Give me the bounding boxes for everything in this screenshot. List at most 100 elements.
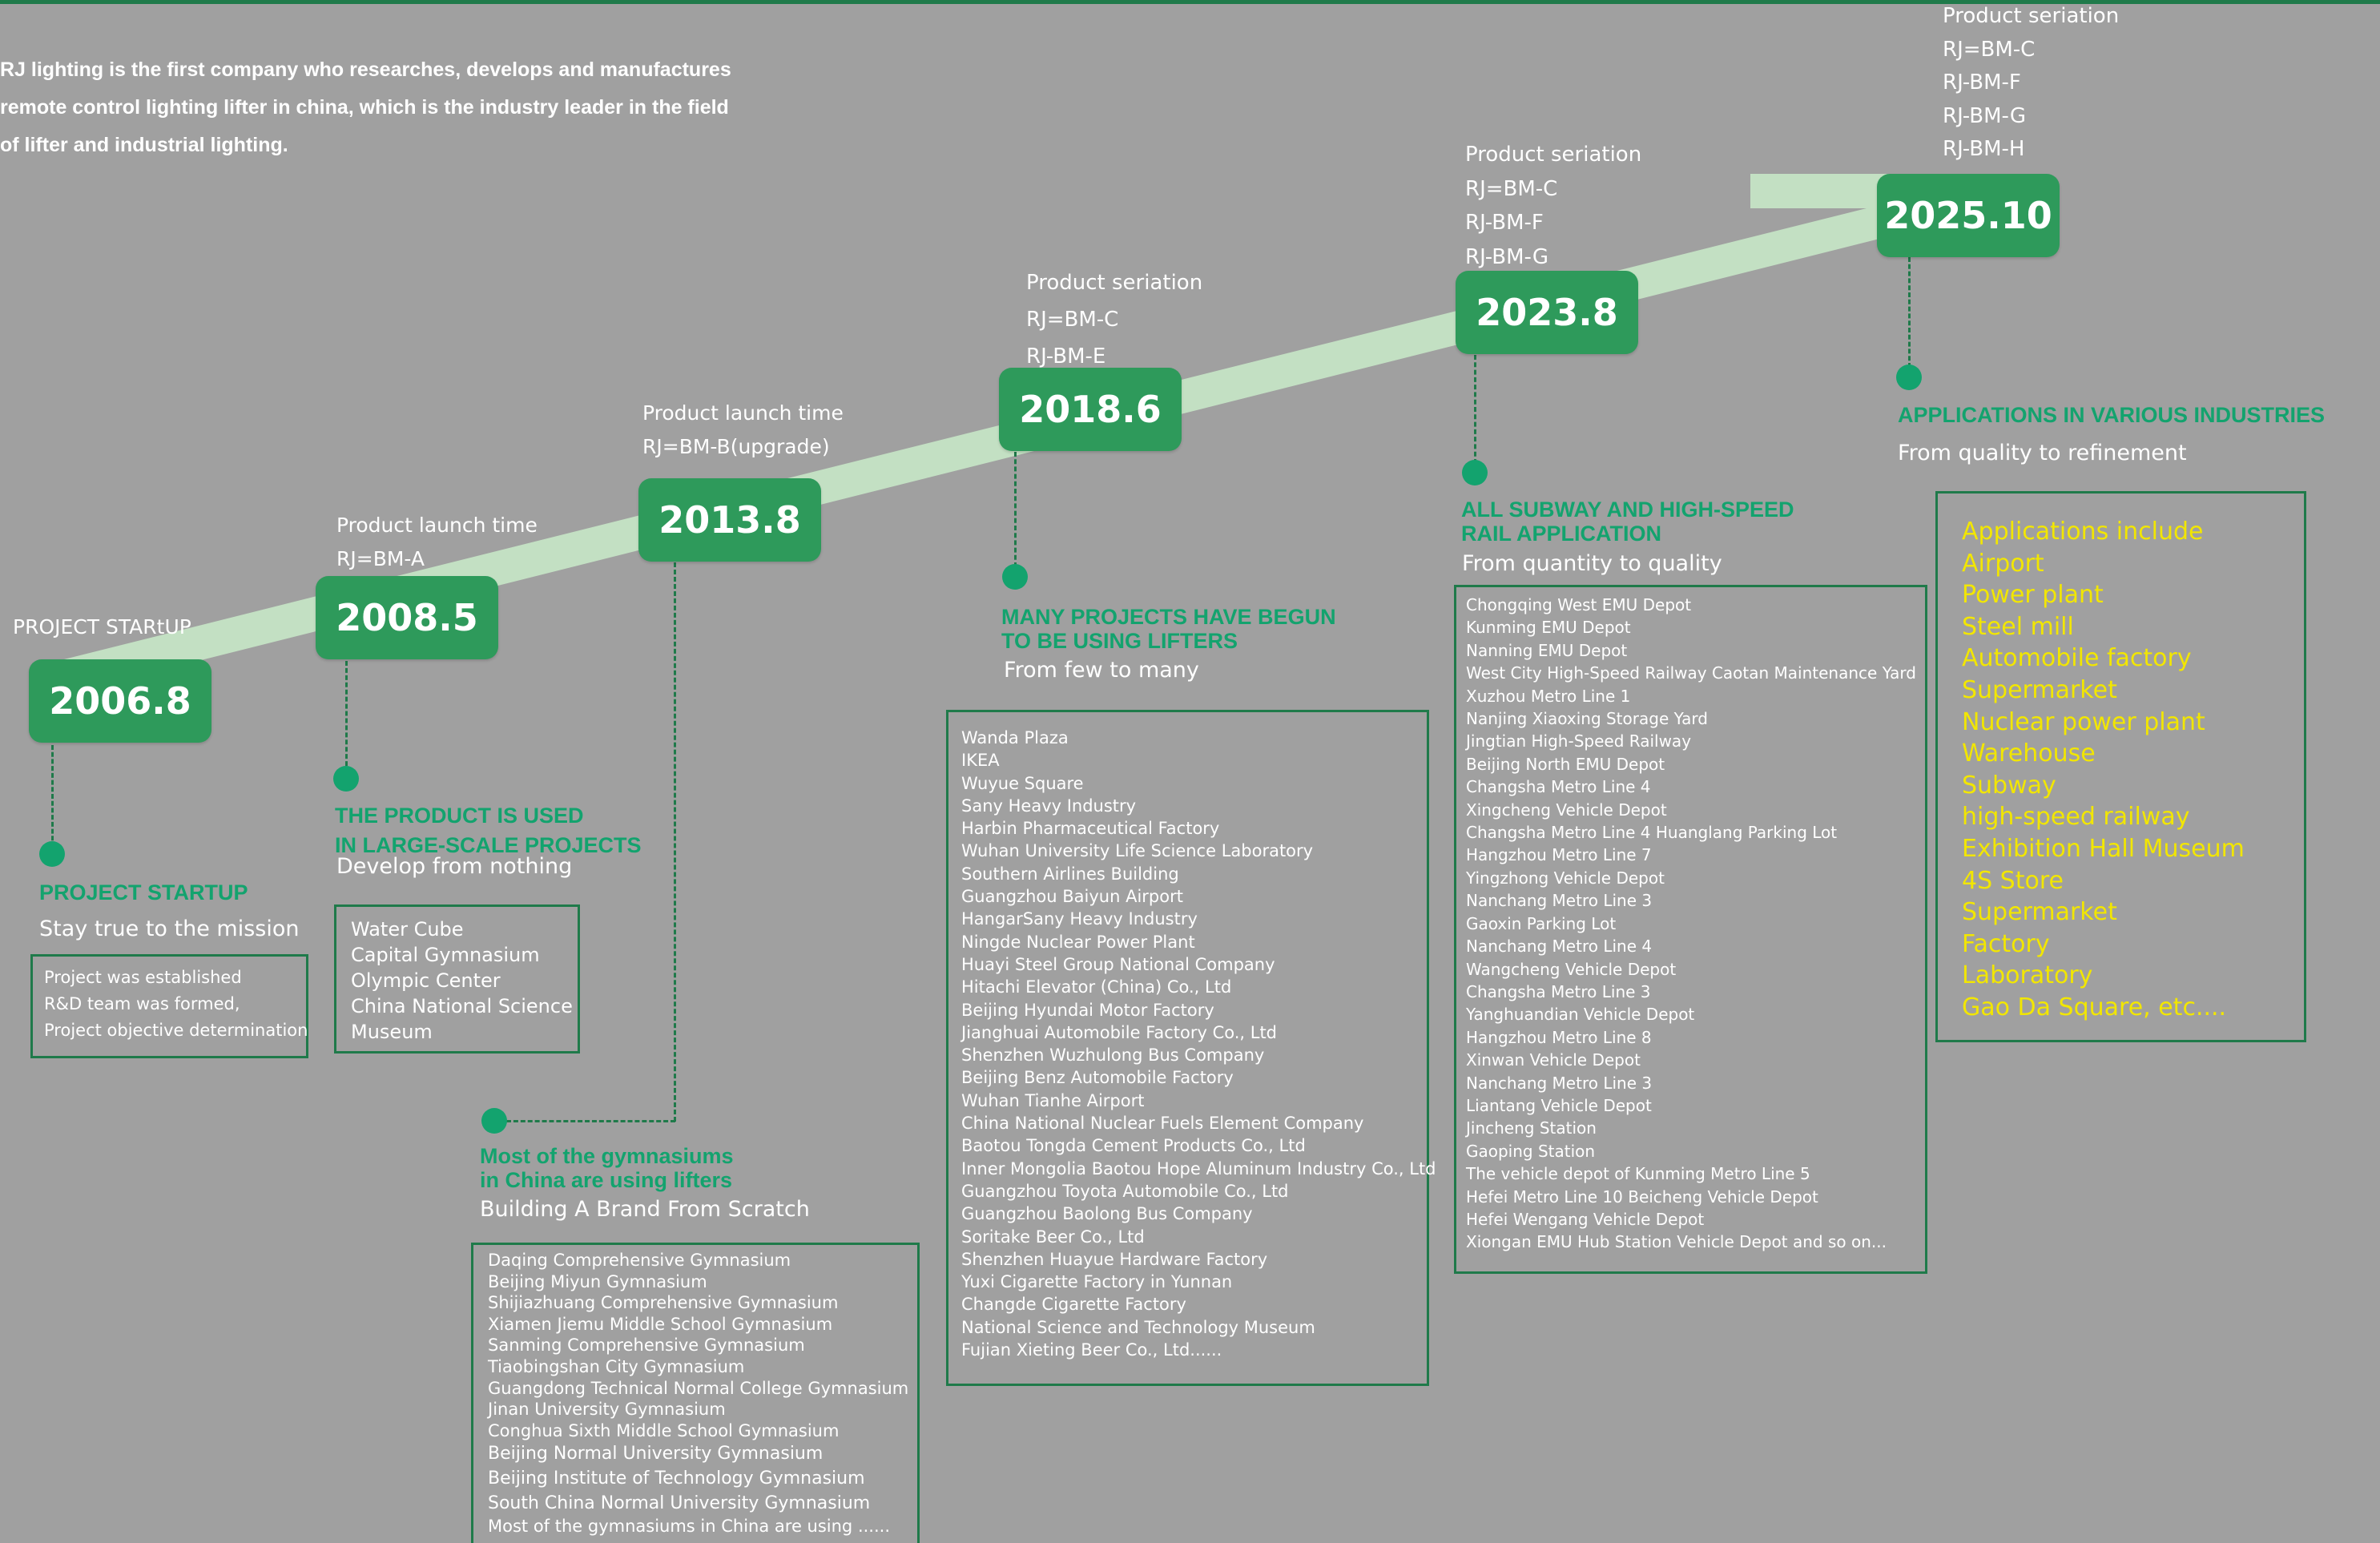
list-item: Applications include	[1962, 518, 2204, 546]
product-label-2006: PROJECT STARtUP	[13, 615, 191, 639]
connector-2013	[674, 562, 676, 1122]
connector-2023	[1474, 355, 1476, 464]
product-label: Product seriation	[1943, 4, 2120, 28]
year-badge-2013: 2013.8	[638, 478, 821, 562]
milestone-subtitle-2018: From few to many	[1004, 658, 1199, 683]
list-item: Changsha Metro Line 4	[1466, 777, 1651, 797]
project-list-2023: Chongqing West EMU Depot Kunming EMU Dep…	[1454, 585, 1927, 1274]
list-item: Hefei Metro Line 10 Beicheng Vehicle Dep…	[1466, 1186, 1818, 1207]
company-intro: RJ lighting is the first company who res…	[0, 51, 801, 164]
product-label: RJ=BM-C	[1026, 308, 1119, 332]
list-item: Wuhan Tianhe Airport	[961, 1090, 1145, 1110]
milestone-subtitle-2023: From quantity to quality	[1462, 551, 1722, 576]
list-item: Gao Da Square, etc....	[1962, 993, 2227, 1021]
list-item: Jincheng Station	[1466, 1118, 1597, 1138]
list-item: South China Normal University Gymnasium	[488, 1493, 871, 1514]
product-label: Product seriation	[1026, 271, 1203, 295]
product-label: RJ=BM-C	[1465, 176, 1558, 201]
list-item: Conghua Sixth Middle School Gymnasium	[488, 1420, 840, 1440]
connector-2018	[1014, 452, 1017, 567]
list-item: Wangcheng Vehicle Depot	[1466, 959, 1677, 979]
list-item: Guangzhou Baiyun Airport	[961, 887, 1183, 907]
list-item: Changsha Metro Line 3	[1466, 981, 1651, 1001]
list-item: Jianghuai Automobile Factory Co., Ltd	[961, 1022, 1278, 1042]
list-item: Project objective determination	[44, 1021, 308, 1040]
heading-line: RAIL APPLICATION	[1461, 522, 1662, 546]
list-item: Harbin Pharmaceutical Factory	[961, 819, 1220, 839]
milestone-dot-2025	[1896, 365, 1922, 390]
list-item: Guangzhou Toyota Automobile Co., Ltd	[961, 1181, 1289, 1201]
list-item: Shijiazhuang Comprehensive Gymnasium	[488, 1293, 839, 1313]
list-item: Gaoping Station	[1466, 1141, 1596, 1161]
list-item: Southern Airlines Building	[961, 864, 1179, 884]
milestone-dot-2023	[1462, 460, 1488, 485]
milestone-dot-2008	[333, 766, 359, 792]
list-item: Shenzhen Huayue Hardware Factory	[961, 1249, 1268, 1269]
list-item: Nanchang Metro Line 4	[1466, 937, 1653, 957]
list-item: West City High-Speed Railway Caotan Main…	[1466, 663, 1916, 683]
list-item: Xinwan Vehicle Depot	[1466, 1050, 1641, 1070]
product-label: RJ-BM-E	[1026, 344, 1106, 369]
list-item: Shenzhen Wuzhulong Bus Company	[961, 1045, 1265, 1066]
milestone-heading-2025: APPLICATIONS IN VARIOUS INDUSTRIES	[1898, 403, 2325, 427]
heading-line: APPLICATIONS IN VARIOUS INDUSTRIES	[1898, 403, 2326, 427]
list-item: Daqing Comprehensive Gymnasium	[488, 1251, 791, 1270]
milestone-dot-2018	[1002, 564, 1028, 590]
list-item: Gaoxin Parking Lot	[1466, 913, 1617, 933]
connector-2013-horizontal	[506, 1120, 675, 1122]
list-item: Guangzhou Baolong Bus Company	[961, 1204, 1253, 1224]
heading-line: TO BE USING LIFTERS	[1001, 629, 1238, 653]
milestone-heading-2006: PROJECT STARTUP	[39, 880, 248, 904]
application-list-2025: Applications include Airport Power plant…	[1935, 491, 2306, 1042]
list-item: 4S Store	[1962, 866, 2064, 895]
list-item: Beijing Institute of Technology Gymnasiu…	[488, 1468, 865, 1489]
list-item: Changsha Metro Line 4 Huanglang Parking …	[1466, 823, 1838, 843]
heading-line: MANY PROJECTS HAVE BEGUN	[1001, 605, 1336, 629]
project-list-2013: Daqing Comprehensive Gymnasium Beijing M…	[471, 1243, 920, 1543]
product-label: RJ-BM-H	[1943, 137, 2025, 161]
list-item: Factory	[1962, 929, 2050, 958]
list-item: Baotou Tongda Cement Products Co., Ltd	[961, 1136, 1306, 1156]
intro-line: RJ lighting is the first company who res…	[0, 58, 731, 81]
product-label: Product launch time	[336, 514, 538, 537]
list-item: Beijing North EMU Depot	[1466, 754, 1665, 774]
list-item: National Science and Technology Museum	[961, 1317, 1315, 1337]
list-item: Yanghuandian Vehicle Depot	[1466, 1005, 1695, 1025]
list-item: R&D team was formed,	[44, 994, 240, 1013]
list-item: Wuyue Square	[961, 773, 1084, 793]
list-item: Hefei Wengang Vehicle Depot	[1466, 1209, 1705, 1229]
list-item: Supermarket	[1962, 675, 2117, 704]
intro-line: of lifter and industrial lighting.	[0, 134, 288, 156]
list-item: Beijing Hyundai Motor Factory	[961, 1000, 1214, 1020]
milestone-subtitle-2008: Develop from nothing	[336, 854, 573, 879]
top-border-line	[0, 0, 2380, 4]
milestone-subtitle-2006: Stay true to the mission	[39, 917, 300, 941]
milestone-dot-2006	[39, 841, 65, 867]
list-item: Xiongan EMU Hub Station Vehicle Depot an…	[1466, 1232, 1887, 1252]
year-badge-2023: 2023.8	[1456, 271, 1638, 354]
product-labels-2013: Product launch time RJ=BM-B(upgrade)	[642, 397, 844, 464]
milestone-heading-2018: MANY PROJECTS HAVE BEGUN TO BE USING LIF…	[1001, 605, 1336, 653]
product-label: RJ=BM-B(upgrade)	[642, 435, 830, 458]
list-item: Fujian Xieting Beer Co., Ltd......	[961, 1340, 1222, 1360]
list-item: Beijing Miyun Gymnasium	[488, 1271, 707, 1291]
milestone-heading-2013: Most of the gymnasiums in China are usin…	[480, 1144, 734, 1192]
list-item: Most of the gymnasiums in China are usin…	[488, 1517, 890, 1537]
list-item: Wanda Plaza	[961, 728, 1069, 747]
heading-line: THE PRODUCT IS USED	[335, 804, 584, 828]
list-item: Wuhan University Life Science Laboratory	[961, 841, 1314, 861]
list-item: Hangzhou Metro Line 8	[1466, 1027, 1652, 1047]
list-item: Tiaobingshan City Gymnasium	[488, 1356, 745, 1376]
product-label: RJ-BM-G	[1943, 103, 2027, 128]
list-item: Sanming Comprehensive Gymnasium	[488, 1336, 805, 1356]
list-item: Nanchang Metro Line 3	[1466, 891, 1653, 911]
connector-2025	[1908, 257, 1911, 368]
milestone-subtitle-2013: Building A Brand From Scratch	[480, 1197, 810, 1222]
list-item: Kunming EMU Depot	[1466, 618, 1631, 638]
list-item: Exhibition Hall Museum	[1962, 834, 2245, 863]
milestone-subtitle-2025: From quality to refinement	[1898, 441, 2187, 465]
list-item: Nanchang Metro Line 3	[1466, 1073, 1653, 1093]
year-badge-2006: 2006.8	[29, 659, 211, 743]
heading-line: ALL SUBWAY AND HIGH-SPEED	[1461, 498, 1794, 522]
year-badge-2018: 2018.6	[999, 368, 1182, 451]
